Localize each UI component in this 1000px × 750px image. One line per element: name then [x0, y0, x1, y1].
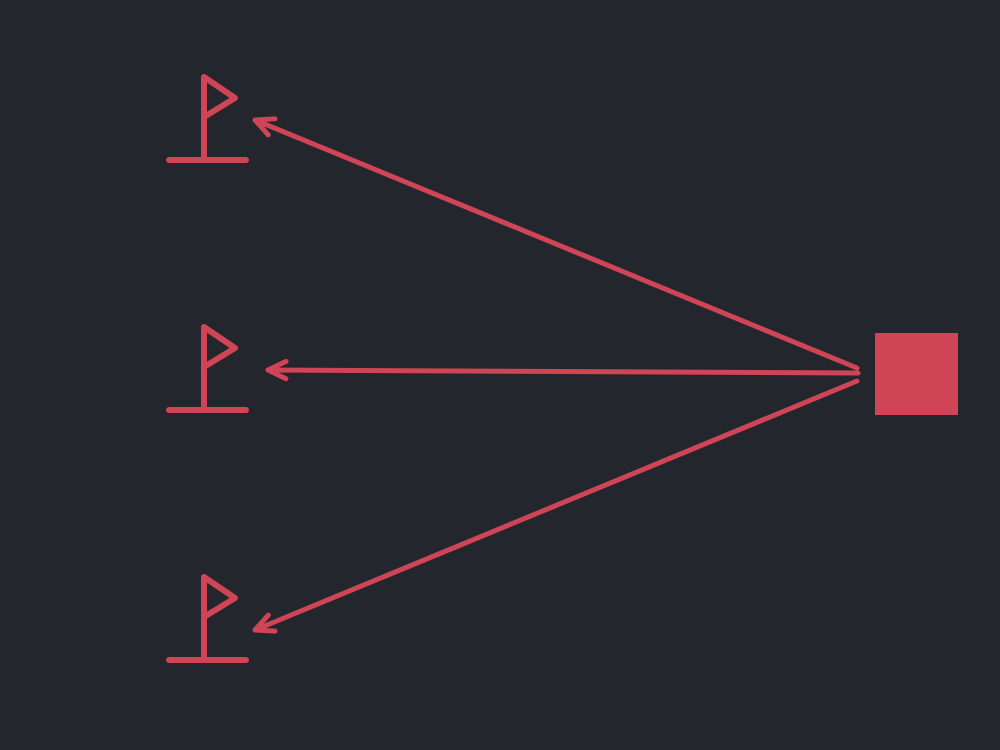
- targets-layer: [166, 74, 249, 663]
- edges-layer: [252, 116, 861, 634]
- arrow-head: [265, 358, 289, 382]
- target-flag-icon: [166, 574, 249, 663]
- arrow-shaft: [252, 378, 860, 633]
- flag-banner: [201, 574, 238, 620]
- arrow-edge: [265, 358, 861, 382]
- target-flag-icon: [166, 74, 249, 163]
- arrow-head: [252, 116, 278, 138]
- source-square-node: [875, 333, 958, 415]
- arrow-shaft: [252, 117, 860, 371]
- flag-banner: [201, 324, 238, 370]
- source-layer: [875, 333, 958, 415]
- target-flag-icon: [166, 324, 249, 413]
- arrow-head: [252, 612, 278, 634]
- arrow-edge: [252, 116, 860, 371]
- flag-banner: [201, 74, 238, 120]
- arrow-edge: [252, 378, 860, 634]
- arrow-shaft: [265, 367, 861, 376]
